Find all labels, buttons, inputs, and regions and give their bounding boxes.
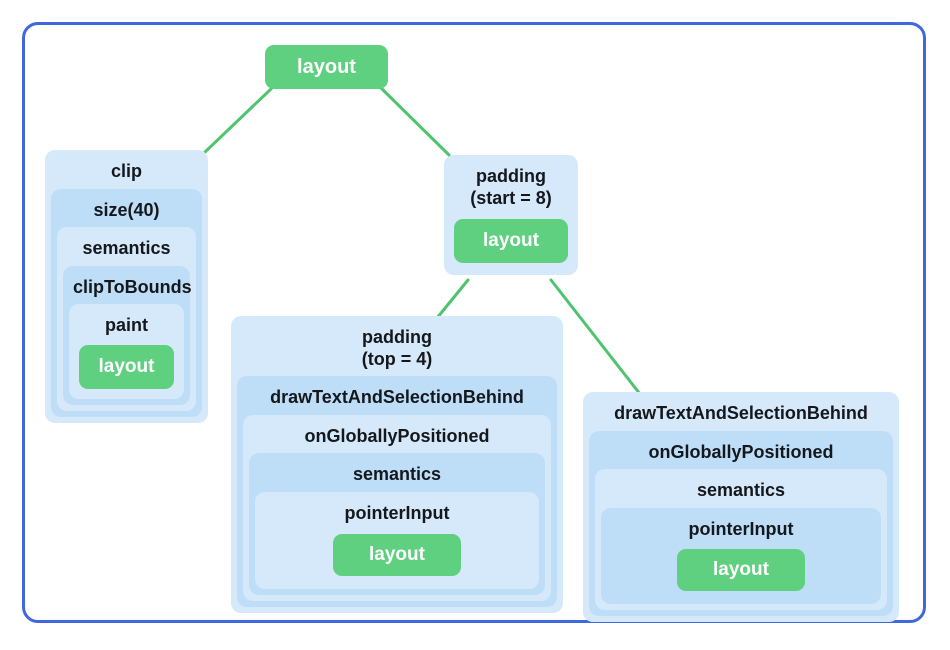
node-label-semantics-right: semantics — [696, 480, 786, 501]
node-ongloballypositioned-middle[interactable]: onGloballyPositioned semantics pointerIn… — [243, 414, 551, 601]
node-label-ongloballypositioned-middle: onGloballyPositioned — [304, 425, 490, 446]
node-drawtextandselectionbehind-middle[interactable]: drawTextAndSelectionBehind onGloballyPos… — [237, 376, 557, 607]
node-leaf-layout-middle[interactable]: layout — [333, 533, 461, 576]
node-size40[interactable]: size(40) semantics clipToBounds paint la… — [51, 188, 202, 417]
diagram-frame — [22, 22, 926, 623]
node-semantics-middle[interactable]: semantics pointerInput layout — [249, 453, 545, 595]
node-leaf-layout-right[interactable]: layout — [677, 549, 805, 592]
node-paint[interactable]: paint layout — [69, 304, 184, 399]
node-label-drawtextandselectionbehind-middle: drawTextAndSelectionBehind — [270, 387, 524, 408]
node-pointerinput-middle[interactable]: pointerInput layout — [255, 491, 539, 589]
node-label-drawtextandselectionbehind-right: drawTextAndSelectionBehind — [614, 403, 868, 423]
node-label-pointerinput-right: pointerInput — [688, 518, 794, 539]
node-semantics-right[interactable]: semantics pointerInput layout — [595, 469, 887, 611]
node-label-padding-top: padding (top = 4) — [361, 327, 433, 369]
node-label-ongloballypositioned-right: onGloballyPositioned — [648, 441, 834, 462]
node-label-clip: clip — [110, 161, 142, 181]
node-root-layout[interactable]: layout — [265, 45, 388, 89]
node-drawtextandselectionbehind-right[interactable]: drawTextAndSelectionBehind onGloballyPos… — [583, 392, 899, 623]
node-pointerinput-right[interactable]: pointerInput layout — [601, 507, 881, 605]
node-padding-top[interactable]: padding (top = 4) drawTextAndSelectionBe… — [231, 316, 563, 613]
node-cliptobounds[interactable]: clipToBounds paint layout — [63, 265, 192, 405]
node-label-size40: size(40) — [93, 199, 160, 220]
node-ongloballypositioned-right[interactable]: onGloballyPositioned semantics pointerIn… — [589, 430, 893, 617]
node-clip[interactable]: clip size(40) semantics clipToBounds pai… — [45, 150, 208, 423]
node-label-paint: paint — [105, 315, 148, 336]
node-semantics[interactable]: semantics clipToBounds paint layout — [57, 227, 196, 411]
node-label-cliptobounds: clipToBounds — [73, 276, 192, 297]
node-padding-start[interactable]: padding (start = 8) layout — [444, 155, 578, 276]
node-label-semantics: semantics — [82, 238, 171, 259]
node-leaf-layout-padding-start[interactable]: layout — [454, 219, 568, 264]
node-label-semantics-middle: semantics — [352, 464, 442, 485]
node-label-pointerinput-middle: pointerInput — [344, 502, 450, 523]
node-leaf-layout-left[interactable]: layout — [79, 344, 174, 389]
node-label-padding-start: padding (start = 8) — [470, 166, 552, 208]
